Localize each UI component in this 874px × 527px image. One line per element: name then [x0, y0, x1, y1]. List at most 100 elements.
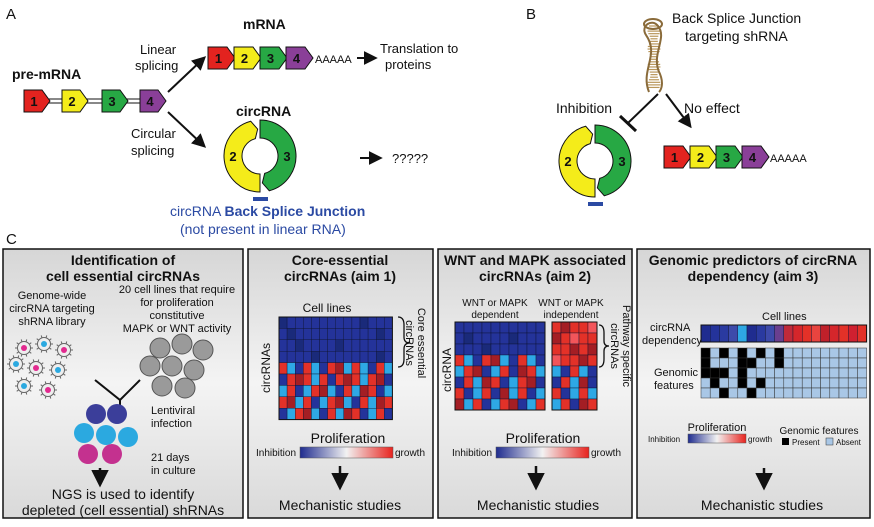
dependency-cell-13 — [820, 324, 830, 343]
box4-growth: growth — [748, 435, 772, 444]
feature-cell — [719, 357, 729, 369]
core-heat-cell — [343, 362, 353, 375]
box2-growth: growth — [395, 448, 425, 459]
independent-line-1: WNT or MAPK — [538, 298, 604, 309]
core-heat-cell — [359, 316, 369, 329]
dep-heat-cell — [463, 398, 474, 411]
core-heat-cell — [359, 328, 369, 340]
box1-title-2: cell essential circRNAs — [46, 268, 200, 284]
core-heat-cell — [319, 408, 328, 420]
virus-core-4 — [33, 365, 39, 371]
dep-heat-cell — [472, 365, 483, 378]
cells-line-4: MAPK or WNT activity — [123, 323, 232, 335]
feature-cell — [783, 357, 794, 369]
exon-3-pre — [101, 89, 129, 113]
virus-core-6 — [21, 383, 27, 389]
box4-proliferation: Proliferation — [688, 422, 747, 434]
feature-cell — [755, 387, 766, 399]
core-heat-cell — [295, 373, 304, 386]
inhibition-line — [627, 93, 659, 124]
infected-cell-3 — [96, 425, 116, 445]
infected-cell-2 — [74, 423, 94, 443]
dep-heat-cell — [463, 321, 474, 334]
dependency-cell-2 — [719, 324, 729, 343]
core-heat-cell — [303, 351, 312, 363]
bsj-note: (not present in linear RNA) — [180, 221, 346, 237]
core-heat-cell — [351, 408, 361, 420]
absent-swatch — [825, 437, 834, 446]
dependency-cell-12 — [811, 324, 821, 343]
feature-cell — [801, 377, 812, 389]
dependency-cell-11 — [802, 324, 812, 343]
dep-heat-cell — [535, 343, 546, 356]
genomic-legend-title: Genomic features — [780, 426, 859, 437]
circrna-label: circRNA — [236, 103, 291, 119]
core-heat-cell — [343, 316, 353, 329]
feature-cell — [857, 347, 867, 359]
dep-heat-cell — [490, 398, 501, 411]
core-heat-cell — [376, 373, 385, 386]
dep-heat-cell — [526, 354, 537, 367]
core-heat-cell — [384, 408, 393, 420]
core-heat-cell — [351, 362, 361, 375]
core-heat-cell — [376, 385, 385, 397]
core-heat-outline — [278, 316, 393, 421]
dependency-cell-4 — [737, 324, 748, 343]
dep-heat-cell — [535, 387, 546, 400]
culture-line-1: 21 days — [151, 452, 190, 464]
indep-heat-cell — [578, 321, 589, 334]
core-heat-cell — [327, 362, 336, 375]
indep-heat-cell — [569, 387, 580, 400]
dep-heat-cell — [535, 376, 546, 389]
feature-cell — [746, 367, 757, 379]
infection-line-1: Lentiviral — [151, 405, 195, 417]
indep-heat-cell — [569, 398, 580, 411]
feature-cell — [829, 357, 840, 369]
feature-cell — [801, 347, 812, 359]
indep-heat-cell — [587, 321, 598, 334]
pathway-independent-heatmap — [551, 321, 598, 411]
dep-heat-cell — [499, 321, 510, 334]
box2-cell-lines: Cell lines — [303, 301, 352, 315]
dep-heat-cell — [472, 354, 483, 367]
exon-number-3: 3 — [267, 51, 274, 66]
core-heat-cell — [351, 328, 361, 340]
dep-heat-cell — [535, 365, 546, 378]
indep-heat-cell — [587, 376, 598, 389]
core-heat-cell — [327, 373, 336, 386]
core-heat-cell — [327, 328, 336, 340]
dependency-cell-6 — [756, 324, 766, 343]
feature-cell — [755, 367, 766, 379]
virus-core-3 — [13, 361, 19, 367]
feature-cell — [737, 357, 748, 369]
indep-heat-cell — [560, 387, 571, 400]
core-heat-cell — [286, 408, 296, 420]
circular-splicing-line-2: splicing — [131, 143, 174, 158]
dependency-cell-17 — [857, 324, 867, 343]
feature-cell — [820, 377, 831, 389]
ring-exon-2-b — [558, 125, 596, 198]
dependency-heatmap-row — [700, 324, 868, 343]
core-heat-cell — [295, 408, 304, 420]
indep-heat-cell — [569, 332, 580, 345]
core-heat-cell — [286, 339, 296, 352]
dep-heat-cell — [526, 343, 537, 356]
feature-cell — [700, 347, 711, 359]
feature-cell — [728, 377, 739, 389]
feature-cell — [838, 357, 849, 369]
box2-circrnas: circRNAs — [259, 343, 273, 393]
dep-heat-cell — [463, 332, 474, 345]
culture-line-2: in culture — [151, 465, 196, 477]
core-heat-cell — [351, 385, 361, 397]
dependency-row-outline — [700, 324, 868, 343]
box3-proliferation: Proliferation — [506, 430, 581, 446]
core-heat-cell — [286, 328, 296, 340]
core-heat-cell — [278, 351, 288, 363]
feature-cell — [847, 377, 858, 389]
infected-cell-5 — [78, 444, 98, 464]
feature-cell — [847, 357, 858, 369]
feature-cell — [765, 367, 775, 379]
core-heat-cell — [384, 351, 393, 363]
dep-heat-cell — [517, 398, 528, 411]
